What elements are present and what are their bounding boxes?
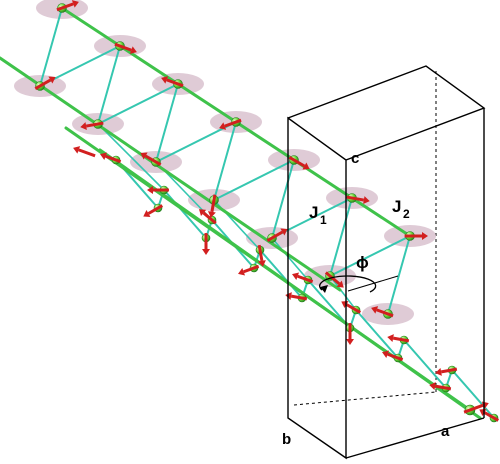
zigzag-bond-7	[451, 369, 495, 419]
bond-diag-5	[329, 235, 411, 277]
angle-label-phi: ϕ	[356, 253, 369, 272]
spin-upper-back-5	[346, 195, 370, 205]
exchange-bonds	[39, 7, 495, 419]
phi-angle-marker	[319, 275, 399, 293]
interlayer-bond-3	[271, 237, 309, 281]
interlayer-bond-0	[97, 123, 165, 191]
zigzag-bond-5	[355, 309, 399, 359]
bond-j1-2	[155, 83, 179, 163]
spin-upper-front-0	[34, 76, 56, 90]
spin-lower-start	[73, 146, 96, 158]
spin-lower-front-4	[346, 323, 354, 345]
spin-lower-front-5	[382, 350, 404, 362]
atoms	[35, 3, 499, 423]
spin-upper-back-6	[404, 232, 428, 240]
spin-upper-back-4	[288, 156, 310, 170]
spin-upper-back-3	[219, 118, 242, 130]
bond-j1-3	[213, 121, 237, 201]
spin-arrows	[34, 0, 500, 422]
exchange-label-j1: J 1	[309, 203, 327, 227]
bond-j1-1	[97, 45, 121, 125]
bond-j1-4	[271, 159, 295, 239]
spin-lower-front-2	[238, 264, 260, 276]
spin-upper-front-1	[80, 121, 104, 131]
upper-chain-front	[0, 56, 342, 292]
spin-lower-back-0	[100, 152, 122, 164]
axis-label-a: a	[441, 423, 450, 440]
spin-lower-back-7	[435, 367, 458, 376]
axis-label-b: b	[282, 431, 291, 448]
spin-lower-back-6	[387, 334, 410, 343]
lower-chain-front	[98, 148, 482, 420]
spin-lower-front-0	[143, 204, 164, 217]
svg-text:J: J	[309, 203, 318, 222]
bond-j1-5	[329, 197, 353, 277]
bond-diag-3	[213, 159, 295, 201]
spin-upper-back-0	[56, 0, 79, 12]
spin-lower-back-1	[147, 186, 169, 194]
spin-upper-front-4	[266, 228, 288, 242]
spin-upper-front-6	[371, 306, 394, 318]
spin-upper-back-2	[161, 76, 184, 88]
spin-lower-front-1	[202, 233, 210, 255]
svg-text:1: 1	[320, 213, 327, 227]
bond-j1-6	[387, 235, 411, 315]
spin-upper-back-1	[114, 42, 137, 54]
interlayer-bond-4	[329, 275, 357, 311]
zigzag-bond-6	[403, 339, 447, 389]
zigzag-bond-3	[259, 249, 303, 299]
svg-text:J: J	[392, 197, 401, 216]
axis-label-c: c	[351, 150, 359, 167]
spin-upper-front-3	[207, 194, 217, 218]
exchange-label-j2: J 2	[392, 197, 410, 221]
svg-text:2: 2	[403, 207, 410, 221]
bond-diag-1	[97, 83, 179, 125]
spin-lower-back-3	[257, 244, 266, 267]
bond-j1-0	[39, 7, 63, 87]
zigzag-bond-1	[163, 189, 207, 239]
spin-upper-front-2	[140, 152, 162, 166]
spin-lower-front-6	[429, 382, 452, 391]
unit-cell	[287, 65, 486, 460]
spin-lower-back-2	[198, 209, 217, 225]
spin-lower-back-4	[292, 272, 314, 284]
